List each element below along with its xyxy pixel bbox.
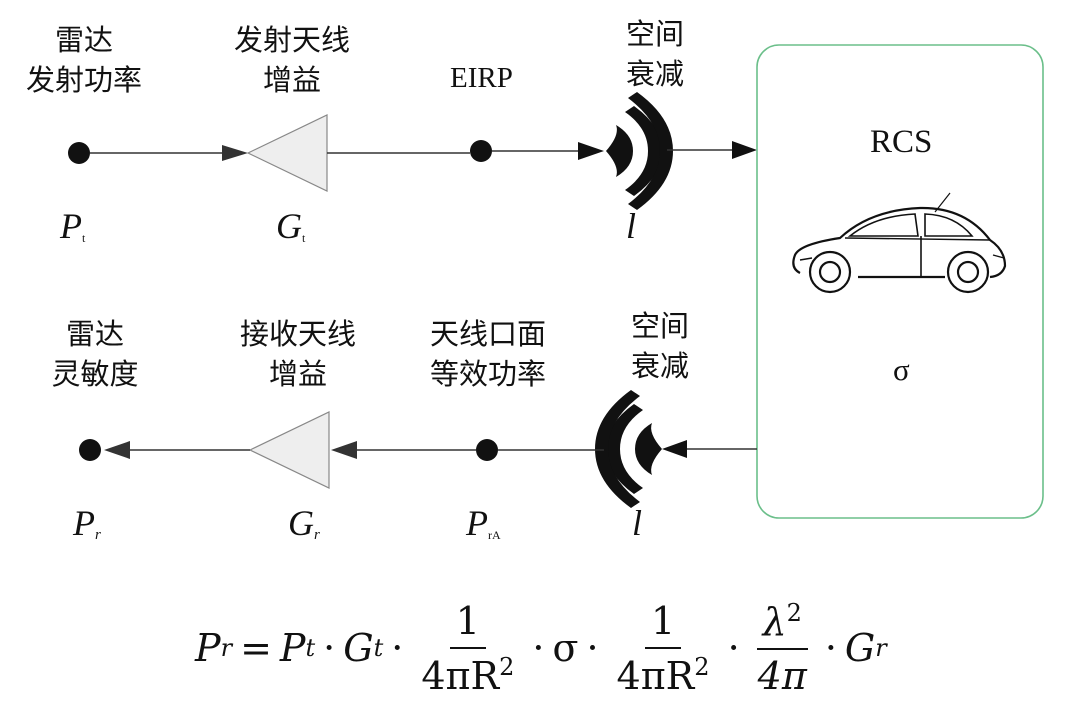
rx-space-loss-label: 空间衰减 <box>615 306 705 386</box>
formula-frac-1-num: 1 <box>449 599 486 649</box>
aperture-power-label: 天线口面等效功率 <box>418 314 558 394</box>
formula-gt: G <box>343 626 374 670</box>
rx-space-loss-label-line-2: 衰减 <box>630 349 689 383</box>
formula-gr: G <box>844 626 876 670</box>
target-to-loss-arrowhead <box>662 440 687 458</box>
aperture-power-label-line-2: 等效功率 <box>429 357 546 391</box>
formula-dot-6: · <box>824 626 837 670</box>
tx-gain-label: 发射天线增益 <box>222 20 362 100</box>
tx-amplifier-icon <box>246 114 328 192</box>
rx-gain-label: 接收天线增益 <box>228 314 368 394</box>
pt-to-amp-arrowhead <box>222 145 248 161</box>
eirp-label: EIRP <box>450 62 513 94</box>
formula-frac-3-num-exp: 2 <box>786 598 802 627</box>
pra-to-amp-arrowhead <box>331 441 357 459</box>
tx-loss-symbol: l <box>626 206 637 246</box>
pra-sub: rA <box>488 528 501 542</box>
pra-node <box>476 439 498 461</box>
eirp-to-loss-arrowhead <box>578 142 604 160</box>
formula-equals: = <box>240 626 272 670</box>
rx-loss-symbol: l <box>632 503 643 543</box>
formula-frac-3: λ2 4π <box>752 599 813 698</box>
tx-gain-label-line-2: 增益 <box>262 63 321 97</box>
gt-symbol: Gt <box>276 206 305 258</box>
formula-frac-1-exp: 2 <box>499 652 515 681</box>
radar-tx-power-label-line-2: 发射功率 <box>25 63 142 97</box>
rx-gain-label-line-1: 接收天线 <box>239 317 356 351</box>
radar-sensitivity-label-line-2: 灵敏度 <box>51 357 139 391</box>
formula-pt-sub: t <box>305 634 316 662</box>
radar-tx-power-label-line-1: 雷达 <box>54 23 113 57</box>
formula-gt-sub: t <box>373 634 384 662</box>
tx-space-loss-label: 空间衰减 <box>610 14 700 94</box>
pt-base: P <box>60 206 82 246</box>
gr-sub: r <box>314 527 320 543</box>
gt-base: G <box>276 206 302 246</box>
formula-frac-2-num: 1 <box>644 599 682 649</box>
formula-frac-1-den-text: 4πR <box>421 653 500 698</box>
pr-symbol: Pr <box>73 503 101 555</box>
gr-symbol: Gr <box>288 503 320 555</box>
pra-symbol: PrA <box>466 503 501 555</box>
rx-space-loss-icon <box>595 390 662 508</box>
formula-frac-1-den: 4πR2 <box>415 649 520 698</box>
rx-amplifier-icon <box>248 411 330 489</box>
pr-sub: r <box>95 527 101 543</box>
tx-gain-label-line-1: 发射天线 <box>233 23 350 57</box>
radar-sensitivity-label: 雷达灵敏度 <box>30 314 160 394</box>
pt-sub: t <box>82 231 86 245</box>
formula-lhs-sub: r <box>220 634 233 662</box>
sigma-label: σ <box>893 352 910 387</box>
rx-space-loss-label-line-1: 空间 <box>630 309 689 343</box>
radar-sensitivity-label-line-1: 雷达 <box>65 317 124 351</box>
rcs-label: RCS <box>870 124 933 160</box>
formula-dot-3: · <box>532 626 545 670</box>
gt-sub: t <box>302 231 306 245</box>
eirp-node <box>470 140 492 162</box>
aperture-power-label-line-1: 天线口面 <box>429 317 546 351</box>
formula-frac-2: 1 4πR2 <box>611 599 716 698</box>
formula-dot-2: · <box>391 626 404 670</box>
amp-to-pr-arrowhead <box>104 441 130 459</box>
tx-space-loss-label-line-1: 空间 <box>625 17 684 51</box>
formula-frac-3-num-text: λ <box>762 599 787 644</box>
formula-frac-2-den: 4πR2 <box>611 649 716 698</box>
formula-gr-sub: r <box>875 634 887 662</box>
formula-dot-5: · <box>727 626 740 670</box>
pra-base: P <box>466 503 488 543</box>
tx-space-loss-icon <box>606 92 673 210</box>
pt-node <box>68 142 90 164</box>
formula-frac-2-exp: 2 <box>694 652 710 681</box>
gr-base: G <box>288 503 314 543</box>
target-box <box>756 44 1044 519</box>
formula-pt: P <box>279 626 306 670</box>
pr-node <box>79 439 101 461</box>
formula-lhs: P <box>195 626 221 670</box>
formula-frac-1: 1 4πR2 <box>415 599 520 698</box>
loss-to-target-arrowhead <box>732 141 757 159</box>
formula-frac-3-num: λ2 <box>756 598 808 650</box>
pr-base: P <box>73 503 95 543</box>
formula-frac-3-den: 4π <box>757 653 807 698</box>
formula-frac-2-den-text: 4πR <box>616 653 695 698</box>
formula-dot-1: · <box>323 626 336 670</box>
rx-gain-label-line-2: 增益 <box>268 357 327 391</box>
car-icon <box>792 192 1007 294</box>
tx-space-loss-label-line-2: 衰减 <box>625 57 684 91</box>
pt-symbol: Pt <box>60 206 85 258</box>
formula-dot-4: · <box>586 626 599 670</box>
formula-sigma: σ <box>552 626 579 670</box>
radar-tx-power-label: 雷达发射功率 <box>14 20 154 100</box>
